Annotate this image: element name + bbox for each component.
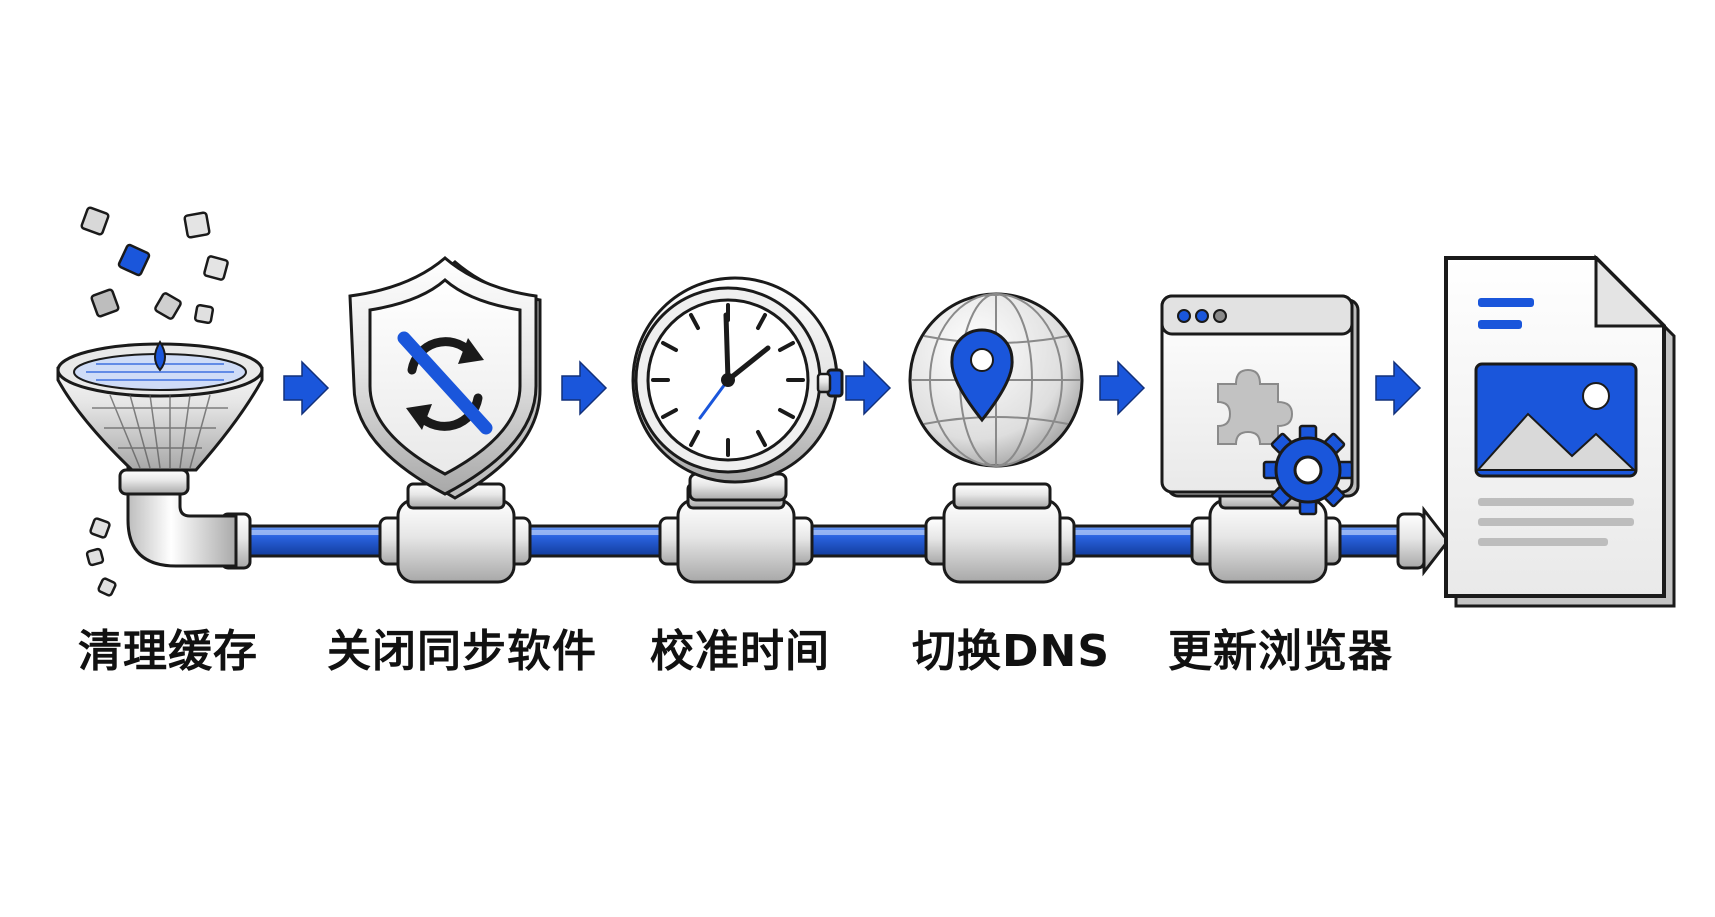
right-arrow-icon bbox=[561, 360, 608, 416]
shield-no-sync-icon bbox=[348, 256, 542, 500]
location-pin-icon bbox=[950, 328, 1014, 423]
step-label-switch-dns: 切换DNS bbox=[912, 626, 1111, 677]
right-arrow-icon bbox=[283, 360, 330, 416]
debris-cubes bbox=[80, 206, 229, 597]
pipeline bbox=[220, 482, 1450, 584]
pipe-junction bbox=[924, 482, 1076, 584]
step-label-disable-sync: 关闭同步软件 bbox=[327, 626, 597, 677]
document-image-icon bbox=[1444, 254, 1676, 608]
step-label-update-browser: 更新浏览器 bbox=[1168, 626, 1393, 677]
gear-icon bbox=[1262, 424, 1354, 516]
pipe-highlight bbox=[245, 530, 1405, 535]
step-label-calibrate-time: 校准时间 bbox=[650, 626, 830, 677]
pipe-end-cap-icon bbox=[1422, 505, 1450, 577]
browser-extension-gear-icon bbox=[1160, 294, 1360, 516]
right-arrow-icon bbox=[1375, 360, 1422, 416]
right-arrow-icon bbox=[845, 360, 892, 416]
globe-location-icon bbox=[908, 292, 1084, 468]
right-arrow-icon bbox=[1099, 360, 1146, 416]
pipe-coupling bbox=[1396, 512, 1426, 570]
step-label-clear-cache: 清理缓存 bbox=[78, 626, 258, 677]
clock-gauge-icon bbox=[631, 276, 844, 502]
prohibit-slash bbox=[397, 331, 493, 435]
funnel-filter-icon bbox=[56, 206, 264, 597]
flow-arrows bbox=[283, 360, 1422, 416]
